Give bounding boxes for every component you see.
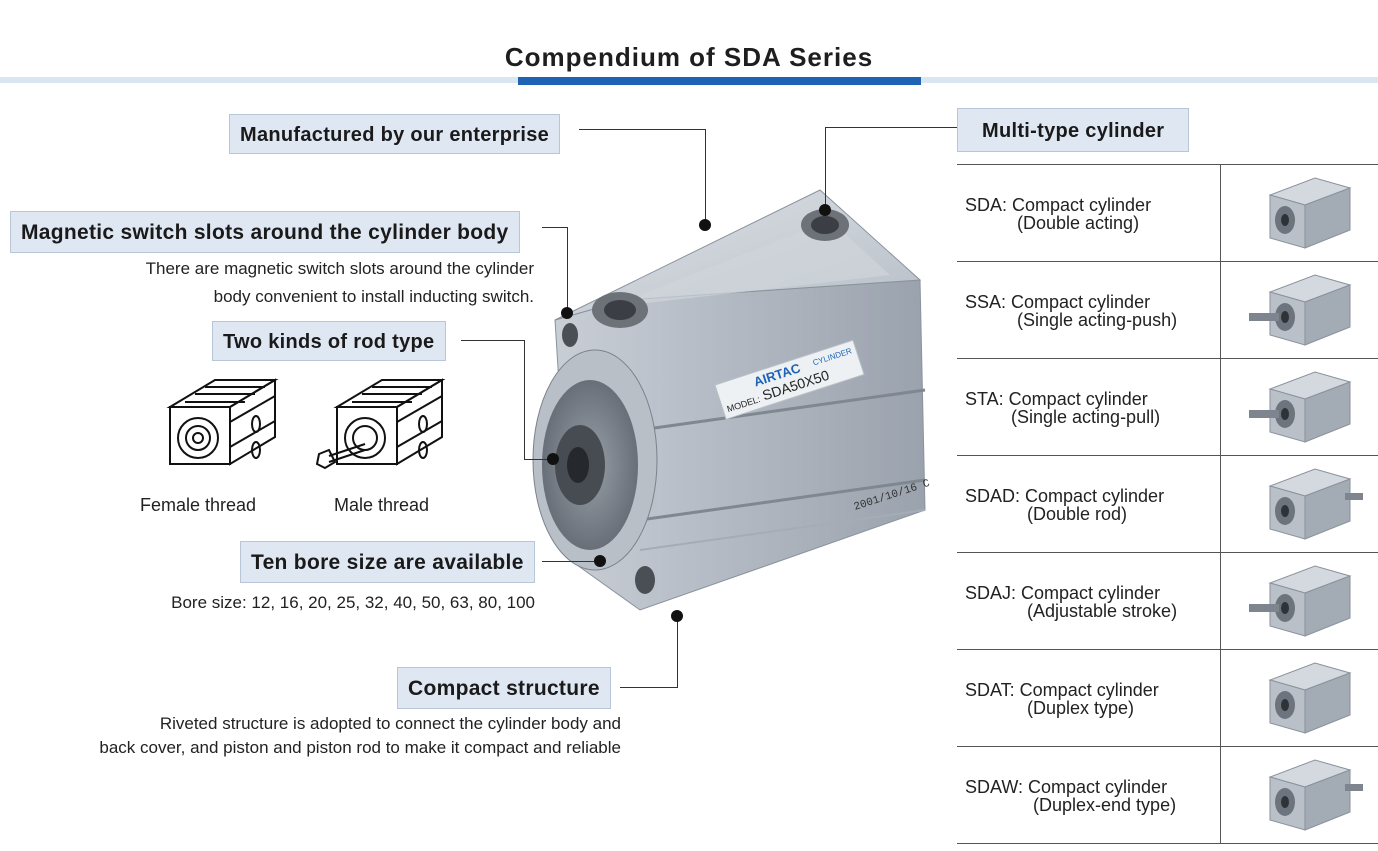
label-rod-type: Two kinds of rod type bbox=[212, 321, 446, 361]
cylinder-type-name: SSA: Compact cylinder bbox=[965, 292, 1151, 312]
cylinder-thumbnail bbox=[1268, 759, 1363, 831]
cylinder-thumbnail bbox=[1268, 177, 1352, 249]
table-divider bbox=[1220, 164, 1221, 844]
magnetic-desc-line2: body convenient to install inducting swi… bbox=[213, 287, 534, 306]
page-title: Compendium of SDA Series bbox=[504, 42, 874, 72]
cylinder-thumbnail bbox=[1268, 662, 1352, 734]
table-row-divider bbox=[957, 358, 1378, 359]
cylinder-type-name: SDAT: Compact cylinder bbox=[965, 680, 1159, 700]
label-magnetic-slots: Magnetic switch slots around the cylinde… bbox=[10, 211, 520, 253]
cylinder-thumbnail bbox=[1249, 565, 1352, 637]
cylinder-type-desc: (Single acting-push) bbox=[1017, 310, 1178, 330]
leader-line bbox=[825, 127, 826, 207]
sda-cylinder-image: AIRTAC CYLINDER MODEL: SDA50X50 2001/10/… bbox=[532, 189, 932, 611]
leader-dot bbox=[594, 555, 606, 567]
table-row-divider bbox=[957, 649, 1378, 650]
leader-dot bbox=[671, 610, 683, 622]
label-bore-size: Ten bore size are available bbox=[240, 541, 535, 583]
table-row: SDAW: Compact cylinder(Duplex-end type) bbox=[957, 746, 1220, 843]
leader-dot bbox=[819, 204, 831, 216]
leader-line bbox=[542, 561, 598, 562]
table-row-divider bbox=[957, 843, 1378, 844]
leader-line bbox=[542, 227, 568, 228]
leader-line bbox=[825, 127, 957, 128]
table-row-divider bbox=[957, 261, 1378, 262]
table-row: SDA: Compact cylinder(Double acting) bbox=[957, 164, 1220, 261]
compact-desc-line2: back cover, and piston and piston rod to… bbox=[99, 738, 621, 757]
female-thread-drawing bbox=[166, 378, 279, 466]
bore-size-desc: Bore size: 12, 16, 20, 25, 32, 40, 50, 6… bbox=[171, 593, 535, 612]
cylinder-type-desc: (Single acting-pull) bbox=[1011, 407, 1161, 427]
cylinder-thumbnail bbox=[1268, 468, 1363, 540]
leader-line bbox=[461, 340, 525, 341]
female-thread-caption: Female thread bbox=[140, 495, 257, 515]
leader-line bbox=[524, 459, 554, 460]
leader-dot bbox=[547, 453, 559, 465]
cylinder-type-desc: (Double acting) bbox=[1017, 213, 1140, 233]
leader-line bbox=[524, 340, 525, 460]
cylinder-type-desc: (Duplex-end type) bbox=[1033, 795, 1177, 815]
table-row: STA: Compact cylinder(Single acting-pull… bbox=[957, 358, 1220, 455]
table-row-divider bbox=[957, 552, 1378, 553]
leader-line bbox=[620, 687, 678, 688]
leader-dot bbox=[699, 219, 711, 231]
cylinder-type-name: SDAJ: Compact cylinder bbox=[965, 583, 1161, 603]
label-manufactured: Manufactured by our enterprise bbox=[229, 114, 561, 154]
leader-line bbox=[579, 129, 706, 130]
cylinder-type-name: SDA: Compact cylinder bbox=[965, 195, 1152, 215]
table-row: SDAT: Compact cylinder(Duplex type) bbox=[957, 649, 1220, 746]
cylinder-type-desc: (Duplex type) bbox=[1027, 698, 1135, 718]
male-thread-drawing bbox=[315, 378, 446, 470]
male-thread-caption: Male thread bbox=[334, 495, 430, 515]
table-row-divider bbox=[957, 164, 1378, 165]
table-row-divider bbox=[957, 746, 1378, 747]
cylinder-thumbnail bbox=[1249, 274, 1352, 346]
table-row: SDAD: Compact cylinder(Double rod) bbox=[957, 455, 1220, 552]
leader-line bbox=[677, 617, 678, 688]
leader-line bbox=[705, 129, 706, 225]
cylinder-type-desc: (Double rod) bbox=[1027, 504, 1128, 524]
leader-line bbox=[567, 227, 568, 313]
cylinder-thumbnail bbox=[1249, 371, 1352, 443]
cylinder-type-desc: (Adjustable stroke) bbox=[1027, 601, 1178, 621]
compact-desc-line1: Riveted structure is adopted to connect … bbox=[159, 714, 621, 733]
cylinder-type-name: SDAD: Compact cylinder bbox=[965, 486, 1165, 506]
label-multi-type: Multi-type cylinder bbox=[957, 108, 1190, 152]
leader-dot bbox=[561, 307, 573, 319]
cylinder-type-name: STA: Compact cylinder bbox=[965, 389, 1148, 409]
table-row: SDAJ: Compact cylinder(Adjustable stroke… bbox=[957, 552, 1220, 649]
table-row: SSA: Compact cylinder(Single acting-push… bbox=[957, 261, 1220, 358]
label-compact-structure: Compact structure bbox=[397, 667, 611, 709]
cylinder-type-name: SDAW: Compact cylinder bbox=[965, 777, 1168, 797]
magnetic-desc-line1: There are magnetic switch slots around t… bbox=[145, 259, 534, 278]
title-rule-accent bbox=[518, 77, 921, 85]
table-row-divider bbox=[957, 455, 1378, 456]
